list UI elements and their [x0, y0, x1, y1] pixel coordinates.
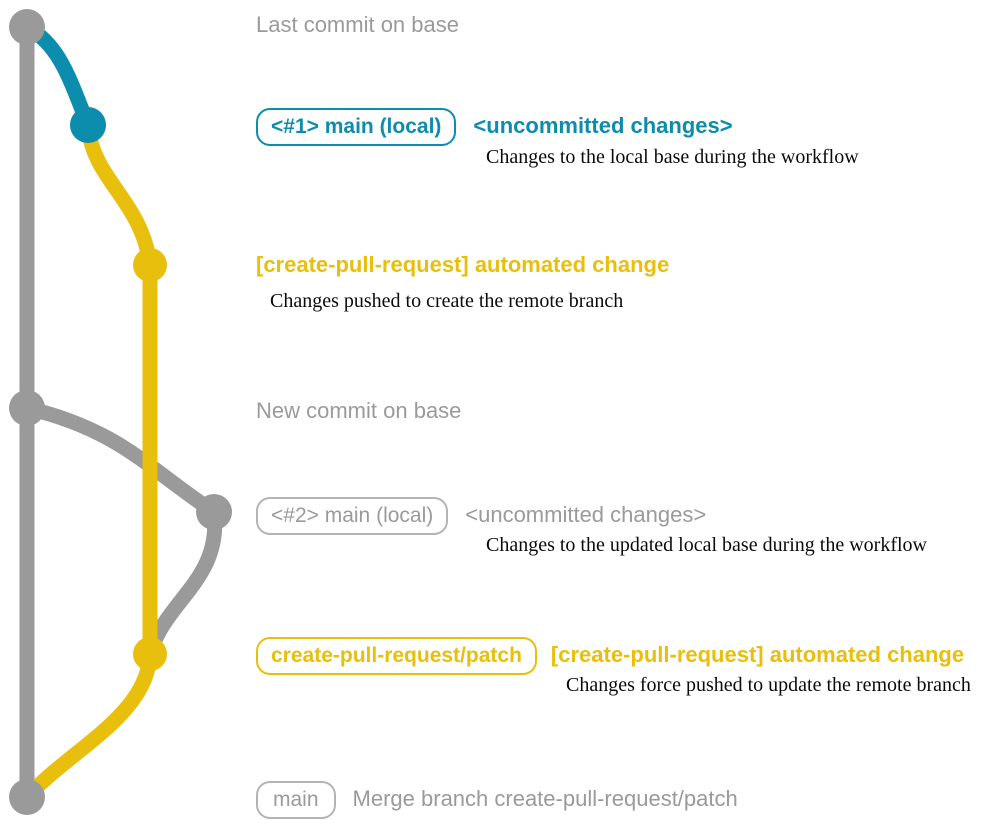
commit-description-local-2: Changes to the updated local base during…	[486, 534, 927, 556]
ref-tag-remote-2[interactable]: create-pull-request/patch	[256, 637, 537, 675]
commit-node-merge[interactable]	[9, 779, 45, 815]
commit-subject-base-last: Last commit on base	[256, 12, 459, 37]
commit-node-base-last[interactable]	[9, 9, 45, 45]
commit-subject-remote-2: [create-pull-request] automated change	[550, 642, 965, 667]
commit-row-local-2: <#2> main (local) <uncommitted changes>	[256, 497, 706, 535]
commit-row-merge: main Merge branch create-pull-request/pa…	[256, 781, 738, 819]
commit-row-remote-1: [create-pull-request] automated change	[256, 253, 669, 277]
commit-row-base-new: New commit on base	[256, 398, 461, 424]
commit-node-local-1[interactable]	[70, 107, 106, 143]
commit-node-local-2[interactable]	[196, 494, 232, 530]
commit-subject-local-2: <uncommitted changes>	[465, 502, 707, 527]
local2-to-remote2-line	[142, 504, 223, 662]
commit-node-remote-2[interactable]	[133, 637, 167, 671]
commit-subject-remote-1: [create-pull-request] automated change	[256, 252, 670, 277]
commit-subject-local-1: <uncommitted changes>	[473, 113, 733, 138]
ref-tag-local-2-wrap: <#2> main (local)	[256, 497, 449, 535]
base-to-local2-line	[19, 400, 222, 520]
ref-tag-local-2[interactable]: <#2> main (local)	[256, 497, 449, 535]
commit-row-local-1: <#1> main (local) <uncommitted changes>	[256, 108, 733, 146]
local1-to-remote1-line	[80, 117, 158, 273]
commit-node-remote-1[interactable]	[133, 248, 167, 282]
ref-tag-merge-wrap: main	[256, 781, 336, 819]
remote2-to-merge-line	[19, 646, 158, 805]
commit-node-base-new[interactable]	[9, 390, 45, 426]
ref-tag-merge[interactable]: main	[256, 781, 336, 819]
commit-subject-merge: Merge branch create-pull-request/patch	[352, 786, 738, 811]
ref-tag-local-1-wrap: <#1> main (local)	[256, 108, 457, 146]
ref-tag-remote-2-wrap: create-pull-request/patch	[256, 637, 537, 675]
commit-row-remote-2: create-pull-request/patch [create-pull-r…	[256, 637, 964, 675]
commit-description-remote-1: Changes pushed to create the remote bran…	[270, 290, 624, 312]
ref-tag-local-1[interactable]: <#1> main (local)	[256, 108, 457, 146]
commit-subject-base-new: New commit on base	[256, 398, 462, 423]
commit-description-local-1: Changes to the local base during the wor…	[486, 146, 859, 168]
commit-row-base-last: Last commit on base	[256, 12, 459, 38]
commit-description-remote-2: Changes force pushed to update the remot…	[566, 674, 971, 696]
